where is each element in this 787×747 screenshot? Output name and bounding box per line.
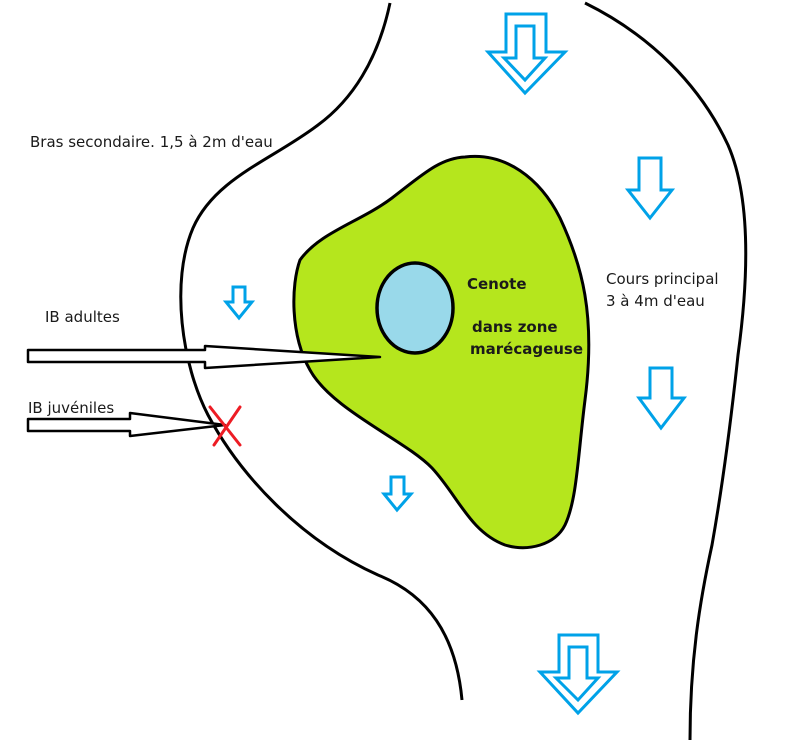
ib-adults-label: IB adultes — [45, 308, 120, 326]
blocked-x-icon — [208, 405, 242, 447]
flow-arrow-icon — [536, 633, 621, 716]
ib-juveniles-arrow-icon — [26, 411, 227, 438]
ib-juveniles-label: IB juvéniles — [28, 399, 115, 417]
flow-arrow-icon — [484, 12, 569, 96]
flow-arrow-icon — [380, 475, 415, 513]
secondary-channel-label: Bras secondaire. 1,5 à 2m d'eau — [30, 133, 273, 151]
flow-arrow-icon — [222, 285, 256, 321]
cenote-label: Cenote — [467, 275, 527, 293]
right-riverbank — [584, 1, 748, 741]
cenote-pool — [375, 261, 455, 355]
marsh-label-line1: dans zone — [472, 318, 558, 336]
flow-arrow-icon — [624, 156, 676, 221]
main-channel-label-line2: 3 à 4m d'eau — [606, 292, 705, 310]
left-riverbank — [179, 2, 464, 701]
main-channel-label-line1: Cours principal — [606, 270, 719, 288]
ib-adults-arrow-icon — [26, 344, 382, 370]
flow-arrow-icon — [636, 366, 688, 431]
marsh-label-line2: marécageuse — [470, 340, 584, 358]
marsh-island — [292, 154, 591, 550]
